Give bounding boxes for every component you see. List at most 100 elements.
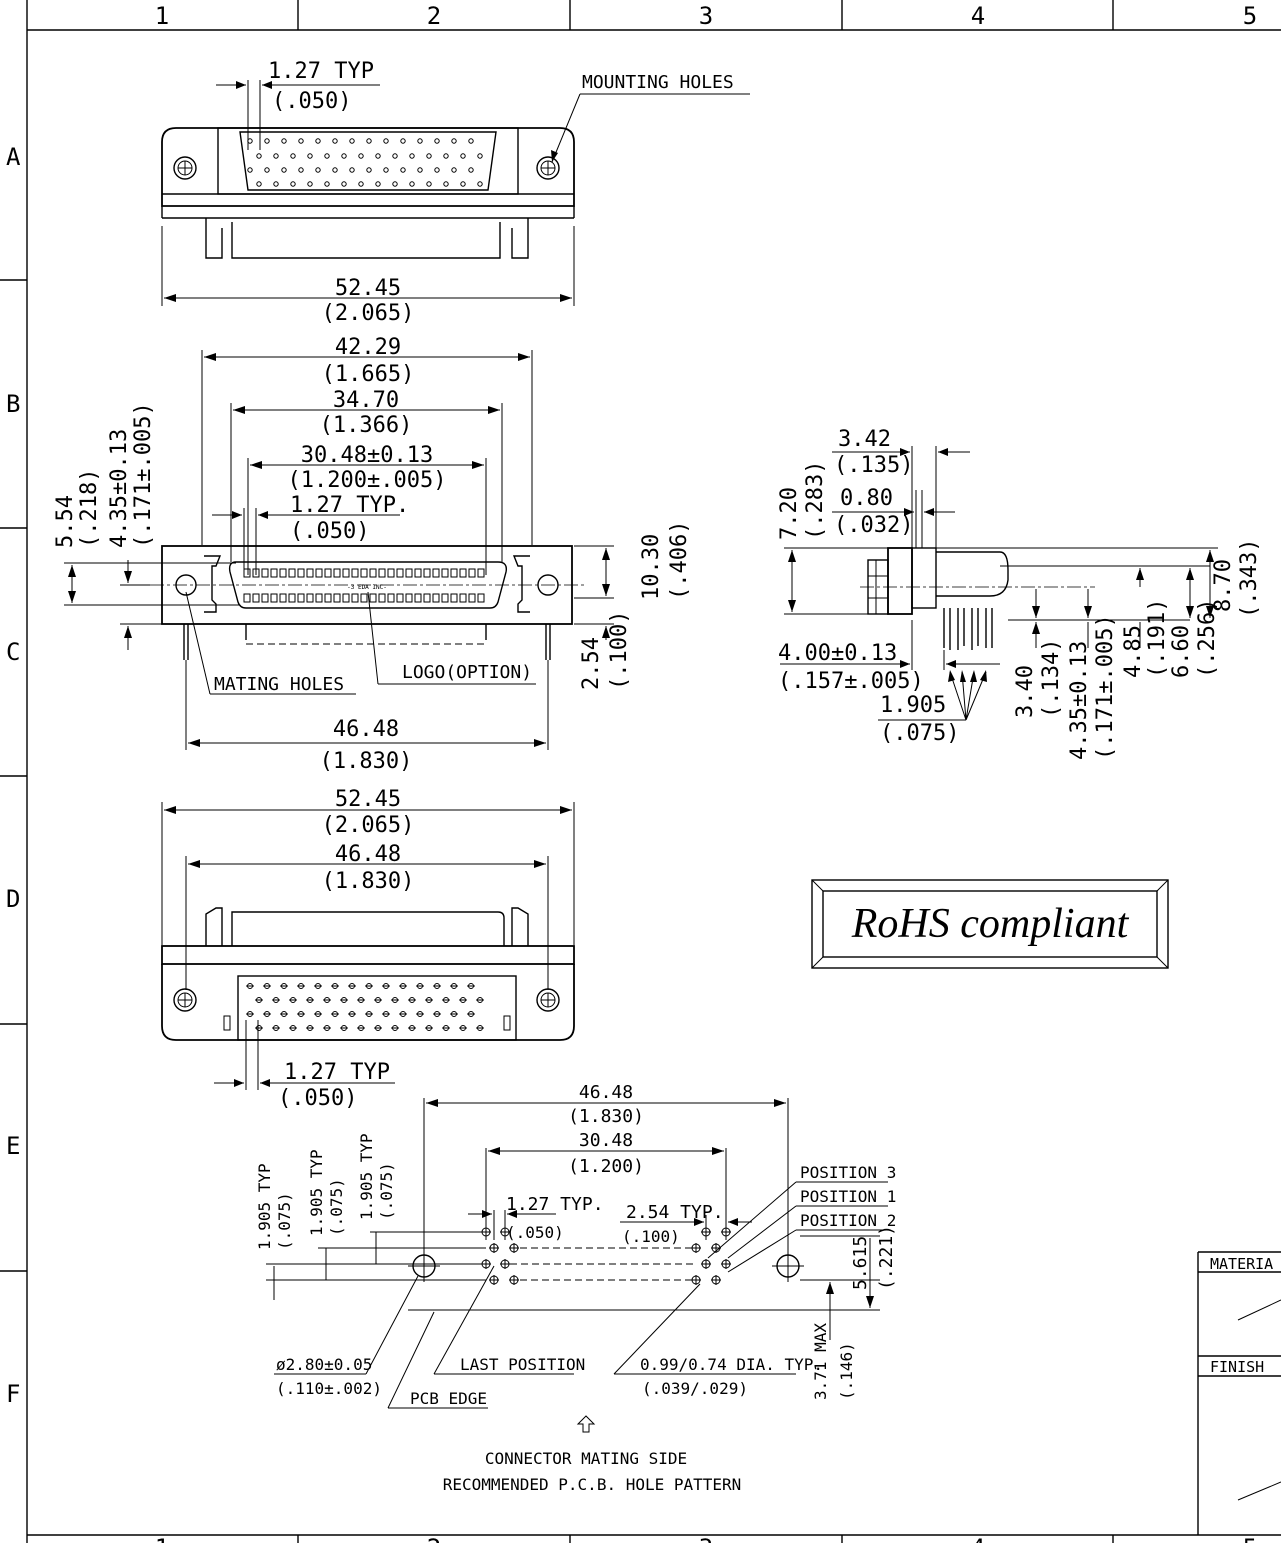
contact: [451, 138, 457, 144]
contact-slot: [369, 568, 377, 578]
contact: [400, 167, 406, 173]
contact-slot: [270, 593, 278, 603]
row-label: C: [6, 638, 20, 666]
contact: [392, 153, 398, 159]
row-label: D: [6, 885, 20, 913]
dim-2-54: 2.54: [579, 637, 604, 690]
column-labels-bottom: 1 2 3 4 5: [155, 1534, 1257, 1543]
contact: [400, 138, 406, 144]
contact: [434, 138, 440, 144]
dim-4-00: 4.00±0.13: [778, 641, 897, 666]
top-view: 1.27 TYP (.050) MOUNTING HOLES 52.45 (2.…: [161, 59, 750, 326]
contact: [349, 167, 355, 173]
contact-slot: [360, 568, 368, 578]
pitch-dim: 1.27 TYP.: [290, 493, 409, 518]
contact-slot: [450, 568, 458, 578]
contact: [332, 167, 338, 173]
dim-8-70-in: (.343): [1237, 539, 1262, 618]
logo-mark: -3 EDA INC-: [347, 584, 387, 591]
contact-slot: [351, 568, 359, 578]
contact-slot: [306, 593, 314, 603]
contact-slot: [477, 593, 485, 603]
dim-5-54: 5.54: [53, 495, 78, 548]
pcb-pitch-2-54: 2.54 TYP.: [626, 1202, 724, 1223]
contact: [290, 153, 296, 159]
contact: [375, 153, 381, 159]
dim-1-905: 1.905: [880, 693, 946, 718]
pitch-dim: 1.27 TYP: [284, 1060, 390, 1085]
width-dim: 52.45: [335, 276, 401, 301]
pcb-row-dim-in: (.075): [327, 1178, 346, 1236]
dim-2-54-in: (.100): [607, 611, 632, 690]
contact: [264, 138, 270, 144]
contact: [281, 167, 287, 173]
contact-slot: [297, 593, 305, 603]
front-view: -3 EDA INC- 42.29 (1.665) 34.70 (1.366) …: [53, 335, 692, 774]
contact-slot: [459, 568, 467, 578]
dim-4-85: 4.85: [1121, 625, 1146, 678]
pin-array: [247, 138, 483, 187]
dim-46-48-in: (1.830): [322, 869, 415, 894]
dim-34-70: 34.70: [333, 388, 399, 413]
contact-slot: [279, 568, 287, 578]
dim-4-35: 4.35±0.13: [1067, 641, 1092, 760]
pitch-dim: 1.27 TYP: [268, 59, 374, 84]
material-label: MATERIA: [1210, 1255, 1273, 1273]
contact: [468, 138, 474, 144]
contact-slot: [414, 568, 422, 578]
contact-slot: [432, 593, 440, 603]
pattern-title: RECOMMENDED P.C.B. HOLE PATTERN: [443, 1475, 742, 1494]
contact-slot: [459, 593, 467, 603]
pcb-dim-30-48-in: (1.200): [568, 1156, 644, 1177]
contact-slot: [288, 568, 296, 578]
contact: [383, 167, 389, 173]
contact: [307, 181, 313, 187]
row-label: E: [6, 1132, 20, 1160]
contact: [298, 138, 304, 144]
finish-label: FINISH: [1210, 1358, 1264, 1376]
mounting-hole-dia: ø2.80±0.05: [276, 1355, 372, 1374]
dim-4-85-in: (.191): [1145, 599, 1170, 678]
dim-6-60-in: (.256): [1195, 599, 1220, 678]
dim-46-48-in: (1.830): [320, 749, 413, 774]
contact-slot: [450, 593, 458, 603]
dim-3-42-in: (.135): [834, 453, 913, 478]
dim-42-29-in: (1.665): [322, 362, 415, 387]
column-label: 3: [699, 2, 713, 30]
pcb-dim-30-48: 30.48: [579, 1130, 633, 1151]
column-label: 1: [155, 1534, 169, 1543]
dim-52-45: 52.45: [335, 787, 401, 812]
contact: [426, 181, 432, 187]
contact-slot: [252, 593, 260, 603]
pcb-pitch-1-27-in: (.050): [506, 1223, 564, 1242]
dim-5-54-in: (.218): [77, 469, 102, 548]
contact-slot: [405, 593, 413, 603]
dim-3-40-in: (.134): [1039, 639, 1064, 718]
contact-slot: [396, 593, 404, 603]
contact: [324, 181, 330, 187]
dim-3-40: 3.40: [1013, 665, 1038, 718]
column-labels-top: 1 2 3 4 5: [155, 2, 1257, 30]
contact: [349, 138, 355, 144]
dim-46-48: 46.48: [333, 717, 399, 742]
pcb-edge-dim-in: (.221): [876, 1225, 897, 1290]
dim-46-48: 46.48: [335, 842, 401, 867]
column-label: 5: [1243, 1534, 1257, 1543]
pcb-row-dim: 1.905 TYP: [307, 1149, 326, 1236]
contact: [443, 181, 449, 187]
pcb-row-dim: 1.905 TYP: [255, 1163, 274, 1250]
contact-slot: [324, 593, 332, 603]
contact: [383, 138, 389, 144]
contact: [298, 167, 304, 173]
contact: [358, 153, 364, 159]
pin-rows: [243, 568, 485, 603]
pcb-pitch-2-54-in: (.100): [622, 1227, 680, 1246]
contact: [468, 167, 474, 173]
column-label: 3: [699, 1534, 713, 1543]
contact-slot: [243, 593, 251, 603]
row-label: A: [6, 143, 21, 171]
width-dim-in: (2.065): [322, 301, 415, 326]
contact: [264, 167, 270, 173]
pitch-dim-in: (.050): [290, 519, 369, 544]
